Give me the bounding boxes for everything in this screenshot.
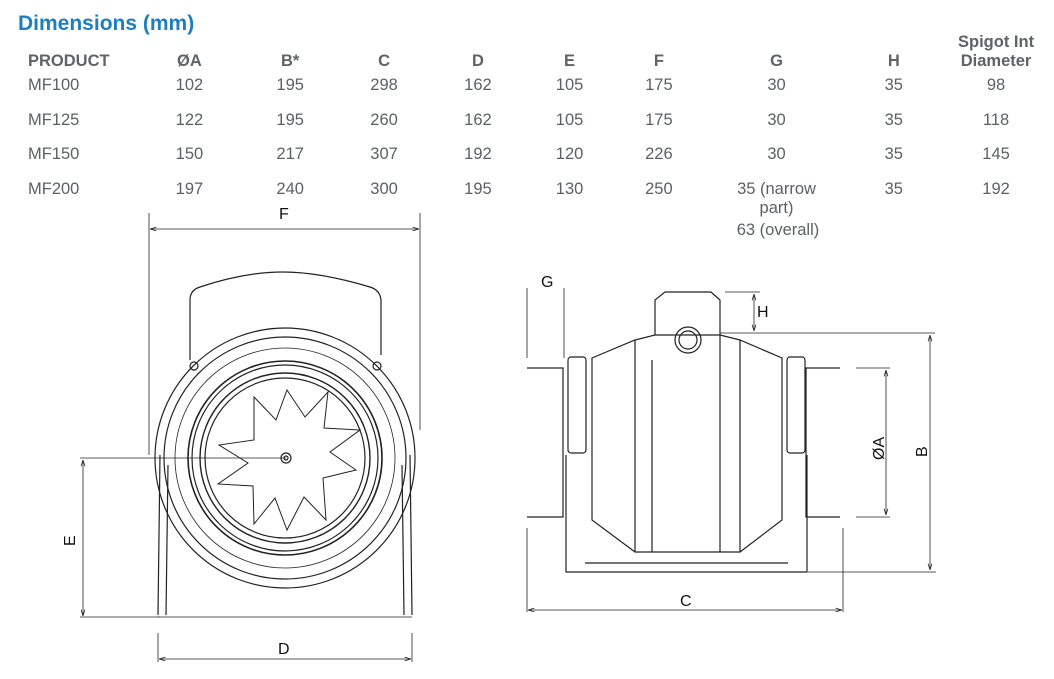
value-cell: 217 xyxy=(276,145,304,163)
value-cell: 98 xyxy=(986,76,1006,94)
page-title: Dimensions (mm) xyxy=(18,12,195,35)
table-row: MF125 122 195 260 162 105 175 30 35 118 xyxy=(18,107,1054,142)
table-row: MF100 102 195 298 162 105 175 30 35 98 xyxy=(18,72,1054,107)
value-cell: 240 xyxy=(276,179,304,198)
header-product: PRODUCT xyxy=(28,52,110,70)
product-name-cell: MF150 xyxy=(28,145,80,163)
label-e: E xyxy=(62,535,79,546)
value-cell: 35 (narrow part) xyxy=(737,179,816,217)
value-cell: 195 xyxy=(464,179,492,198)
value-cell: 102 xyxy=(175,76,204,94)
table-row: MF150 150 217 307 192 120 226 30 35 145 xyxy=(18,141,1054,176)
header-a: ØA xyxy=(177,52,202,70)
value-cell: 145 xyxy=(982,145,1010,163)
header-g: G xyxy=(770,52,783,70)
side-view xyxy=(526,288,936,612)
value-cell: 300 xyxy=(370,179,398,198)
value-cell: 162 xyxy=(464,76,492,94)
product-name-cell: MF200 xyxy=(28,179,80,198)
value-cell: 195 xyxy=(276,110,304,129)
table-row: MF200 197 240 300 195 130 250 35 (narrow part) 3… xyxy=(18,176,1054,218)
header-c: C xyxy=(378,52,391,70)
product-name-cell: MF125 xyxy=(28,110,80,129)
label-d: D xyxy=(278,641,290,658)
product-name-cell: MF100 xyxy=(28,76,80,94)
label-a: ØA xyxy=(871,437,888,460)
header-d: D xyxy=(471,52,484,70)
header-b: B* xyxy=(280,52,300,70)
label-f: F xyxy=(279,206,289,223)
header-h: H xyxy=(887,52,900,70)
header-spigot-line2: Diameter xyxy=(960,52,1032,70)
header-f: F xyxy=(653,52,664,70)
label-g: G xyxy=(541,274,553,291)
value-cell: 175 xyxy=(645,76,673,94)
value-cell: 298 xyxy=(370,76,398,94)
value-cell: 195 xyxy=(276,76,304,94)
value-cell: 35 xyxy=(884,179,903,198)
header-spigot-line1: Spigot Int xyxy=(958,33,1035,51)
label-h: H xyxy=(757,304,769,321)
value-cell: 35 xyxy=(884,76,903,94)
value-cell: 30 xyxy=(767,110,786,129)
value-cell: 30 xyxy=(767,145,786,163)
value-cell: 130 xyxy=(555,179,584,198)
value-cell: 35 xyxy=(884,110,903,129)
value-cell: 162 xyxy=(464,110,492,129)
value-cell: 226 xyxy=(645,145,673,163)
value-cell: 30 xyxy=(767,76,786,94)
label-b: B xyxy=(914,446,931,457)
header-e: E xyxy=(564,52,576,70)
value-cell: 105 xyxy=(555,76,584,94)
value-cell: 260 xyxy=(370,110,398,129)
front-top-housing xyxy=(189,271,382,355)
value-cell: 307 xyxy=(370,145,398,163)
value-cell: 175 xyxy=(645,110,673,129)
value-cell: 120 xyxy=(555,145,584,163)
front-view xyxy=(80,213,421,662)
value-cell: 35 xyxy=(884,145,903,163)
value-cell: 150 xyxy=(175,145,204,163)
value-cell: 192 xyxy=(464,145,492,163)
value-cell: 122 xyxy=(175,110,204,129)
value-cell: 105 xyxy=(555,110,584,129)
value-cell: 197 xyxy=(175,179,204,198)
label-c: C xyxy=(680,593,692,610)
value-cell: 250 xyxy=(645,179,673,198)
value-cell: 118 xyxy=(982,110,1010,129)
value-cell: 192 xyxy=(982,179,1010,198)
g-overall-note: 63 (overall) xyxy=(736,221,820,239)
